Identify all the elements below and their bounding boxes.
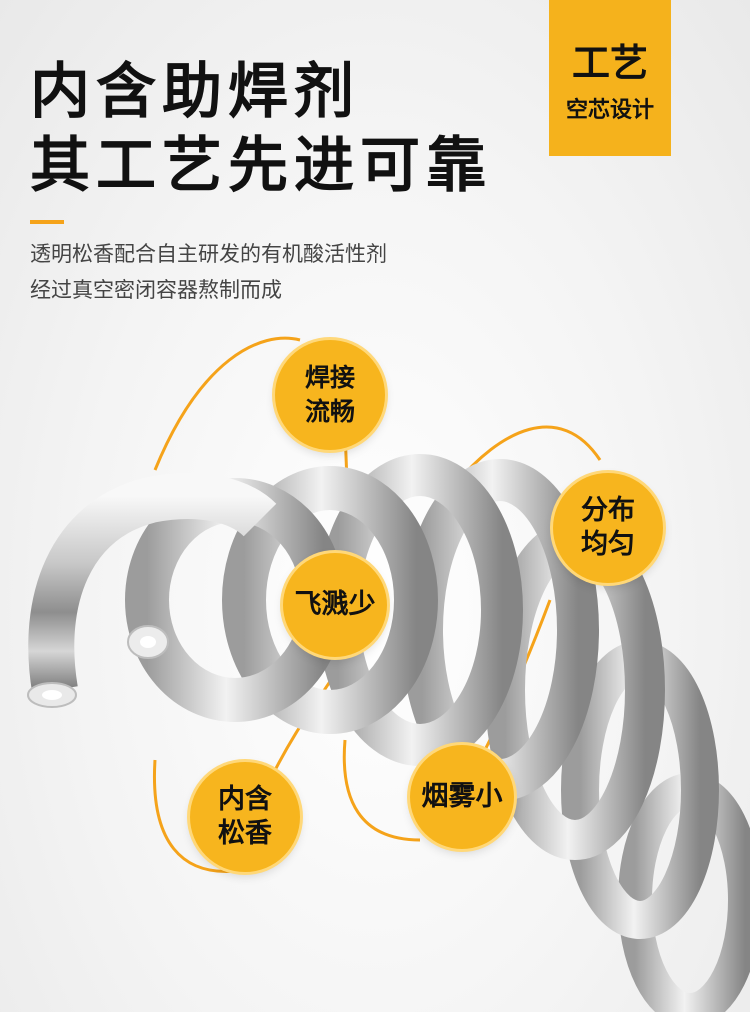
craft-tag-subtitle: 空芯设计 xyxy=(565,97,654,123)
description-line-1: 透明松香配合自主研发的有机酸活性剂 xyxy=(30,242,387,266)
badge-even-distribution-line-1: 分布 xyxy=(581,495,635,526)
accent-divider xyxy=(30,220,64,224)
description: 透明松香配合自主研发的有机酸活性剂 经过真空密闭容器熬制而成 xyxy=(30,236,387,308)
badge-smooth-welding: 焊接 流畅 xyxy=(275,340,385,450)
badge-contains-rosin-line-1: 内含 xyxy=(218,784,272,815)
headline: 内含助焊剂 其工艺先进可靠 xyxy=(30,55,492,203)
badge-low-spatter-text: 飞溅少 xyxy=(294,589,376,620)
headline-line-2: 其工艺先进可靠 xyxy=(30,131,492,201)
badge-even-distribution-line-2: 均匀 xyxy=(581,529,635,560)
badge-even-distribution: 分布 均匀 xyxy=(553,473,663,583)
badge-low-smoke: 烟雾小 xyxy=(410,745,514,849)
craft-tag-title: 工艺 xyxy=(571,40,648,85)
description-line-2: 经过真空密闭容器熬制而成 xyxy=(30,278,282,302)
badge-low-spatter: 飞溅少 xyxy=(283,553,387,657)
craft-tag: 工艺 空芯设计 xyxy=(549,0,671,156)
badge-contains-rosin-line-2: 松香 xyxy=(218,818,272,849)
headline-line-1: 内含助焊剂 xyxy=(30,57,360,127)
badge-contains-rosin: 内含 松香 xyxy=(190,762,300,872)
badge-smooth-welding-line-2: 流畅 xyxy=(304,397,355,426)
badge-smooth-welding-line-1: 焊接 xyxy=(304,363,355,392)
badge-low-smoke-text: 烟雾小 xyxy=(421,781,503,812)
